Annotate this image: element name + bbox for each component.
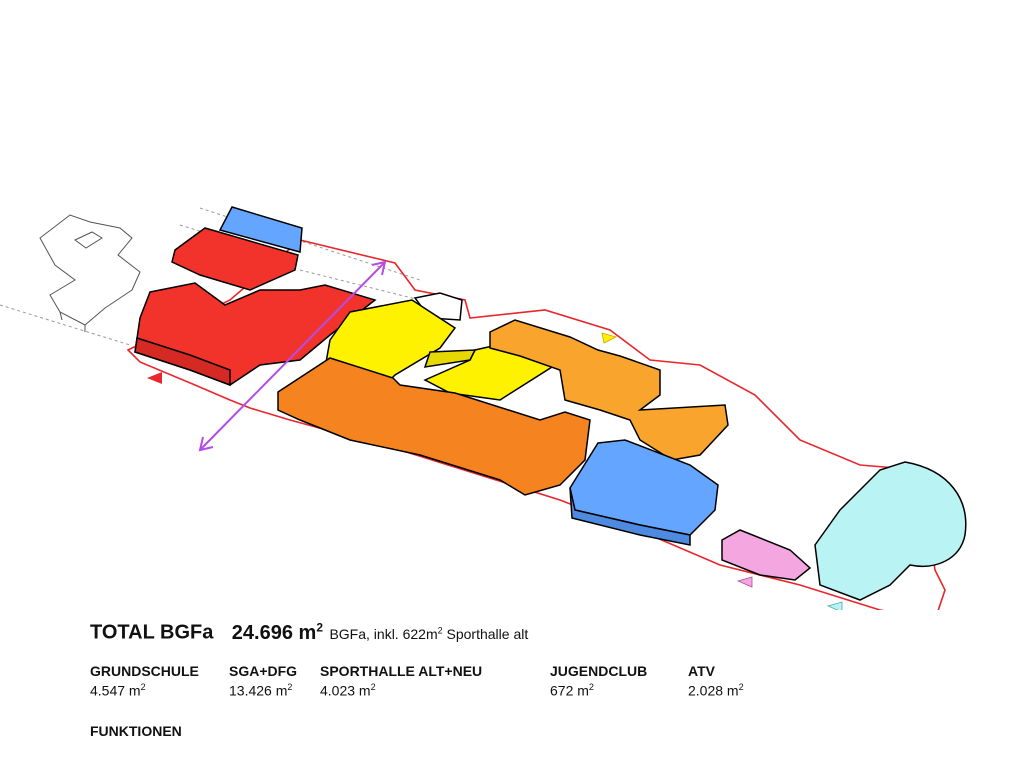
site-axonometric-diagram — [0, 206, 967, 610]
category-sporthalle: SPORTHALLE ALT+NEU 4.023 m2 — [320, 663, 483, 699]
block-grundschule — [134, 227, 377, 387]
block-blue-north — [218, 206, 303, 253]
block-sga-north — [489, 319, 729, 461]
category-grundschule: GRUNDSCHULE 4.547 m2 — [90, 663, 199, 699]
entrance-marker-yellow — [601, 332, 618, 344]
category-atv: ATV 2.028 m2 — [688, 663, 744, 699]
block-atv — [814, 461, 967, 601]
total-note: BGFa, inkl. 622m2 Sporthalle alt — [329, 625, 529, 642]
entrance-marker-red — [147, 372, 162, 384]
total-label: TOTAL BGFa — [90, 621, 214, 644]
category-jugendclub: JUGENDCLUB 672 m2 — [550, 663, 648, 699]
total-value: 24.696 m2 — [231, 620, 323, 644]
section-heading-funktionen: FUNKTIONEN — [90, 723, 182, 739]
existing-neighbour-building — [39, 214, 141, 332]
block-jugendclub — [721, 529, 812, 581]
block-sga-dfg — [277, 357, 591, 496]
axis-arrow — [198, 260, 387, 452]
total-area-line: TOTAL BGFa 24.696 m2 BGFa, inkl. 622m2 S… — [90, 620, 528, 645]
category-sga-dfg: SGA+DFG 13.426 m2 — [229, 663, 298, 699]
entrance-marker-cyan — [826, 601, 843, 610]
block-blue-south — [569, 439, 719, 546]
entrance-marker-pink — [736, 576, 753, 588]
